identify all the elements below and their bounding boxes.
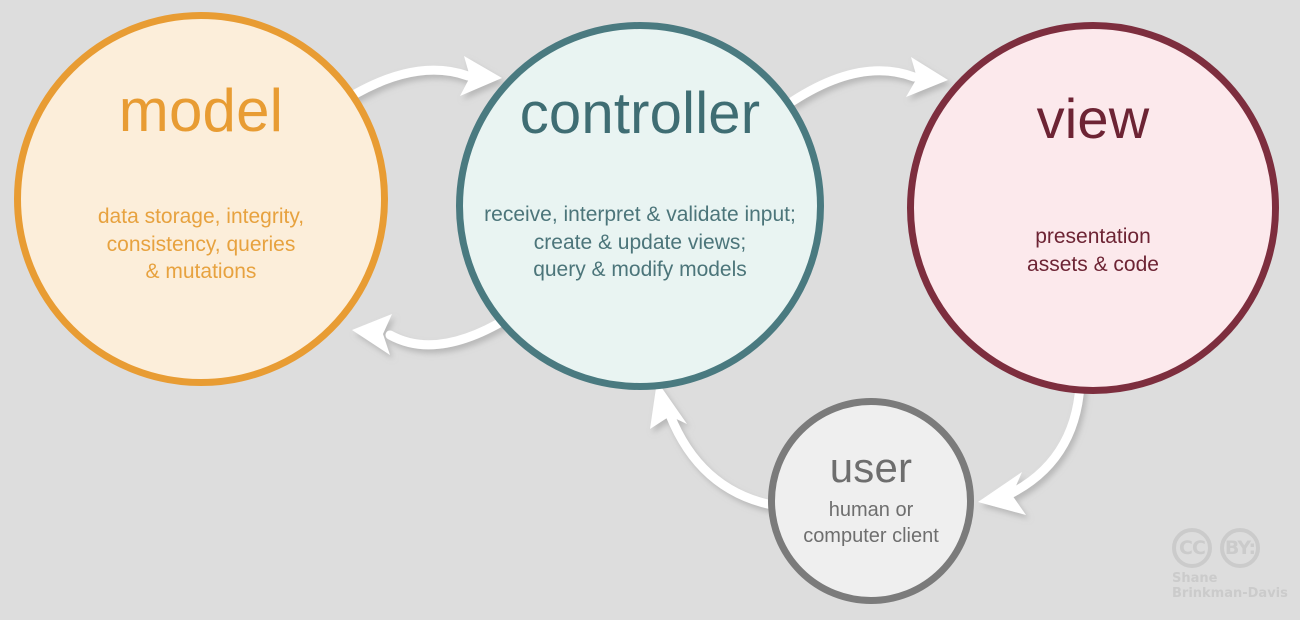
arrow-controller-to-model — [352, 313, 513, 355]
cc-by-icon: BY: — [1220, 528, 1260, 568]
node-view-title: view — [1036, 87, 1150, 150]
arrow-user-to-controller — [650, 381, 777, 510]
cc-icon: CC — [1172, 528, 1212, 568]
arrow-view-to-user — [978, 380, 1085, 515]
node-controller[interactable]: controller receive, interpret & validate… — [456, 22, 824, 390]
node-model-description: data storage, integrity, consistency, qu… — [97, 205, 305, 284]
arrow-model-to-controller — [340, 56, 502, 105]
node-user-description: human or computer client — [803, 499, 939, 548]
arrow-controller-to-view — [788, 57, 948, 106]
node-user[interactable]: user human or computer client — [768, 398, 974, 604]
node-user-title: user — [829, 444, 913, 491]
node-view[interactable]: view presentation assets & code — [907, 22, 1279, 394]
node-model[interactable]: model data storage, integrity, consisten… — [14, 12, 388, 386]
node-controller-description: receive, interpret & validate input; cre… — [484, 203, 796, 282]
author-attribution: Shane Brinkman-Davis — [1172, 571, 1288, 601]
node-view-description: presentation assets & code — [1027, 225, 1159, 276]
node-controller-title: controller — [519, 81, 761, 146]
node-model-title: model — [118, 77, 284, 144]
cc-marks: CC BY: — [1172, 528, 1290, 568]
creative-commons-badge: CC BY: Shane Brinkman-Davis — [1172, 528, 1290, 608]
